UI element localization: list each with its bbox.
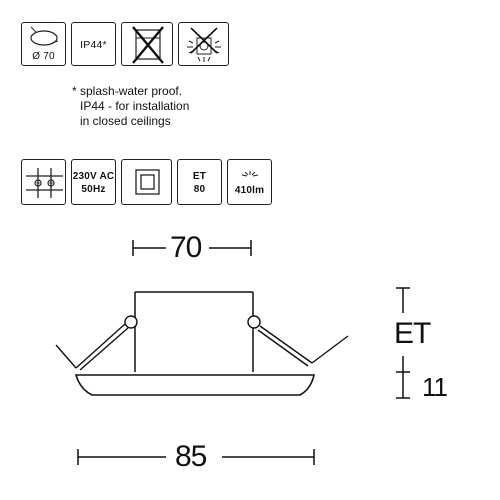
et-line-1: ET [192, 171, 207, 182]
light-output-icon [241, 171, 259, 177]
voltage-line-2: 50Hz [81, 184, 106, 195]
cutout-label: Ø 70 [32, 51, 55, 62]
depth-label: ET [394, 317, 431, 350]
top-width-label: 70 [170, 231, 202, 264]
not-covered-box [121, 22, 173, 66]
downlight-housing [134, 291, 254, 372]
bottom-width-dimension [77, 449, 315, 465]
spring-clip-right [247, 315, 349, 367]
lumen-box: 410lm [227, 159, 272, 205]
no-dimming-icon [187, 27, 221, 62]
voltage-box: 230V AC 50Hz [71, 159, 116, 205]
flange-height-label: 11 [422, 372, 448, 402]
depth-dimension [396, 287, 410, 399]
protection-class-ii-icon [135, 169, 160, 195]
voltage-line-1: 230V AC [72, 171, 115, 182]
footnote-line-1: * splash-water proof. [72, 84, 183, 98]
ip-rating-label: IP44* [80, 39, 107, 51]
lumen-label: 410lm [234, 185, 265, 196]
cutout-diameter-icon [30, 26, 59, 46]
spring-clip-left [55, 315, 138, 371]
terminal-block-icon [26, 168, 63, 198]
cutout-box: Ø 70 [21, 22, 66, 66]
footnote-line-3: in closed ceilings [80, 114, 171, 128]
no-insulation-cover-icon [132, 26, 164, 64]
class2-box [121, 159, 172, 205]
terminal-box [21, 159, 66, 205]
no-dimmer-box [178, 22, 229, 66]
bottom-width-label: 85 [175, 440, 207, 473]
et-line-2: 80 [193, 184, 206, 195]
et-box: ET 80 [177, 159, 222, 205]
ip-rating-box: IP44* [71, 22, 116, 66]
flange-ring [74, 374, 315, 396]
top-width-dimension [132, 240, 252, 256]
footnote-line-2: IP44 - for installation [80, 99, 190, 113]
